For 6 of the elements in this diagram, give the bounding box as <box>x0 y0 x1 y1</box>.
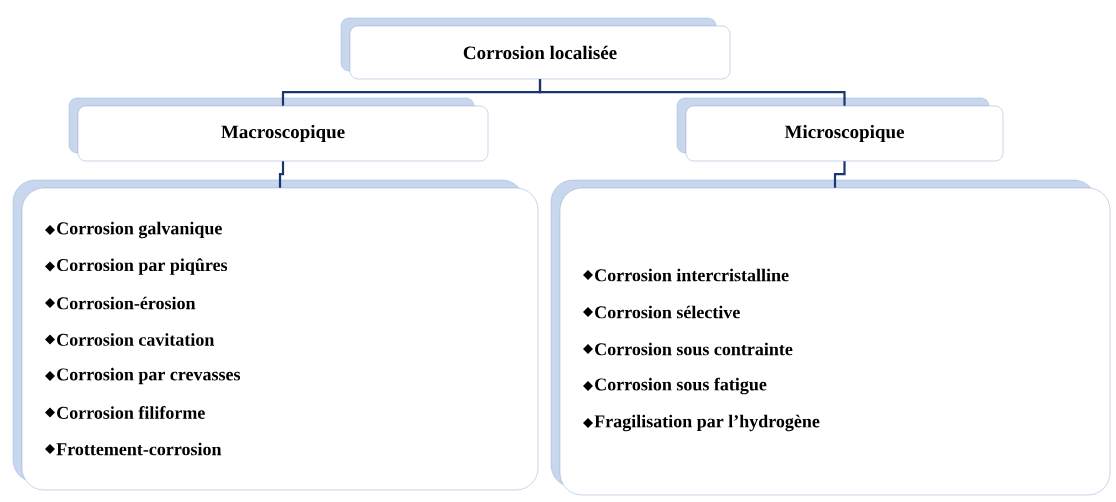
connector-line <box>833 161 846 188</box>
connector-line <box>278 161 285 188</box>
connector-line <box>538 79 846 106</box>
title-box: Microscopique <box>676 97 1004 162</box>
title-box: Corrosion localisée <box>340 17 731 80</box>
title-box: Macroscopique <box>68 97 489 162</box>
